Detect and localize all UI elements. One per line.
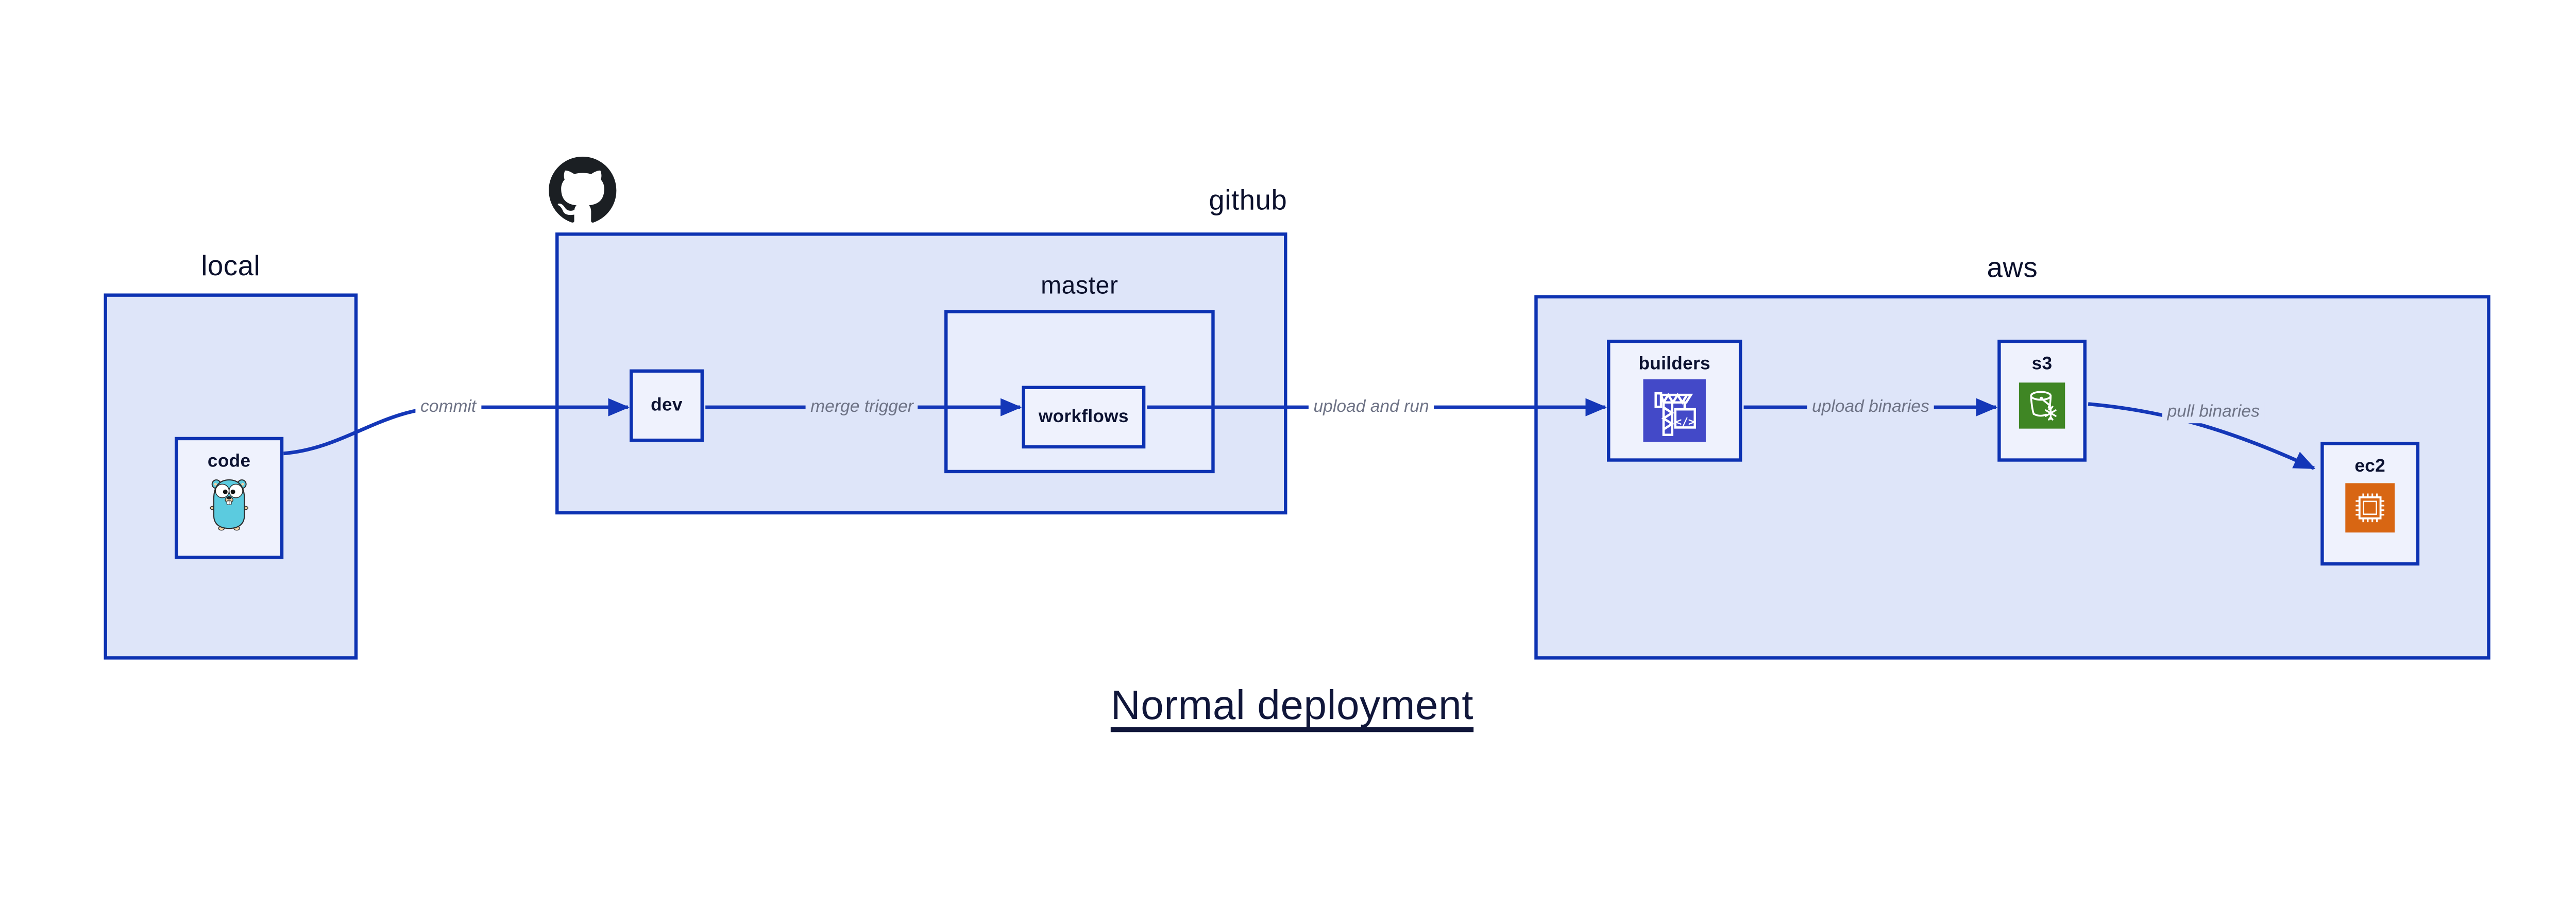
container-label-local: local <box>201 250 261 282</box>
node-dev: dev <box>630 369 704 442</box>
node-label-builders: builders <box>1638 354 1710 375</box>
aws-ec2-icon <box>2345 483 2395 533</box>
edge-label-upload-binaries: upload binaries <box>1807 397 1935 418</box>
go-gopher-icon <box>209 477 249 531</box>
node-workflows: workflows <box>1022 386 1146 449</box>
container-label-aws: aws <box>1987 252 2038 284</box>
edge-label-merge-trigger: merge trigger <box>805 397 919 418</box>
edge-label-commit: commit <box>415 397 481 418</box>
node-label-dev: dev <box>651 395 683 415</box>
edge-label-pull-binaries: pull binaries <box>2162 402 2265 423</box>
edge-pull-binaries <box>2088 402 2316 470</box>
node-label-s3: s3 <box>2031 354 2053 375</box>
edge-label-upload-and-run: upload and run <box>1308 397 1434 418</box>
diagram-title: Normal deployment <box>1110 682 1474 729</box>
node-code: code <box>175 437 284 559</box>
github-octocat-icon <box>549 156 617 224</box>
node-label-workflows: workflows <box>1038 407 1129 427</box>
container-label-master: master <box>1041 272 1118 300</box>
node-label-code: code <box>207 452 251 472</box>
aws-s3-glacier-icon <box>2019 382 2065 429</box>
aws-codebuild-icon: </> <box>1643 379 1706 442</box>
svg-text:</>: </> <box>1675 416 1694 429</box>
node-s3: s3 <box>1997 339 2087 462</box>
node-ec2: ec2 <box>2320 442 2420 566</box>
node-label-ec2: ec2 <box>2354 457 2386 477</box>
container-label-github: github <box>1209 185 1287 216</box>
node-builders: builders </> <box>1607 339 1742 462</box>
